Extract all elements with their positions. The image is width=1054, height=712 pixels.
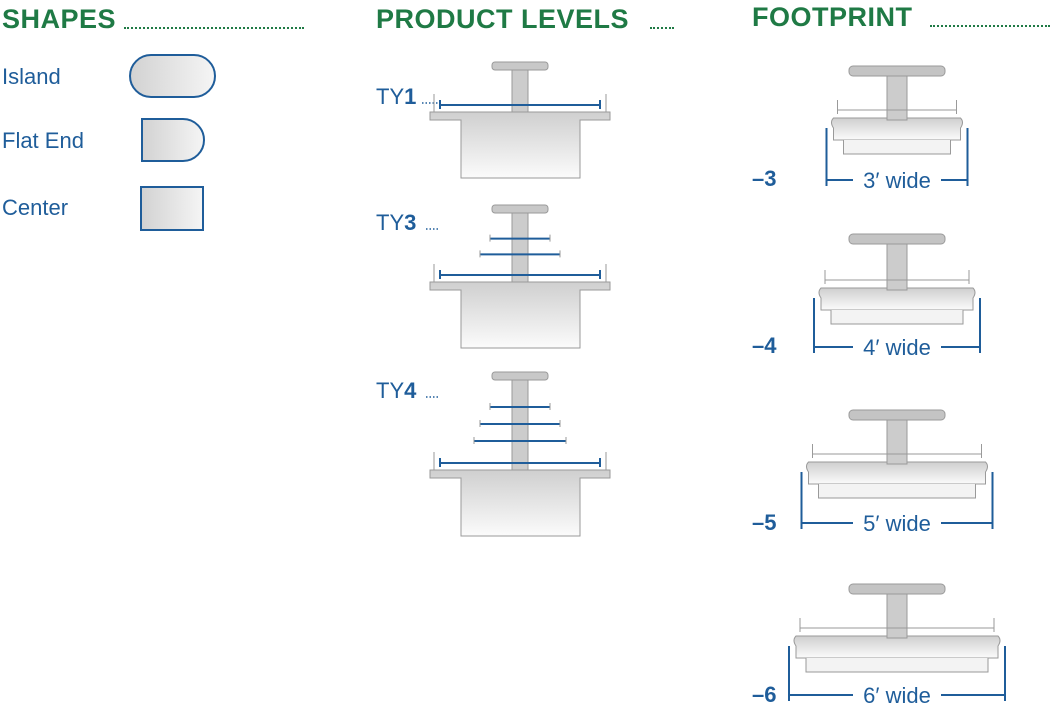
fixture-cap <box>848 65 946 77</box>
fixture-foot <box>843 140 951 155</box>
fixture-stem <box>886 71 908 121</box>
fixture-foot <box>805 658 989 673</box>
footprint-width-label: 5′ wide <box>863 511 931 536</box>
shape-label-center: Center <box>2 195 69 220</box>
shape-label-island: Island <box>2 64 61 89</box>
ty-prefix: TY <box>376 84 405 109</box>
fixture-cap <box>848 409 946 421</box>
shapes-title: SHAPES <box>2 4 304 35</box>
footprint-4ft-fixture: 4′ wide <box>813 233 981 360</box>
fixture-cap <box>848 233 946 245</box>
ty-label-1: TY1 <box>376 84 416 110</box>
ty-number: 4 <box>404 378 417 403</box>
footprint-width-label: 3′ wide <box>863 168 931 193</box>
ty-prefix: TY <box>376 378 405 403</box>
footprint-6ft-fixture: 6′ wide <box>788 583 1006 708</box>
fixture-base <box>429 281 611 349</box>
fixture-cap <box>491 61 549 71</box>
fixture-base <box>806 461 988 485</box>
footprint-width-label: 6′ wide <box>863 683 931 708</box>
footprint-title: FOOTPRINT <box>752 2 1050 33</box>
product-level-drawings <box>422 61 611 537</box>
fixture-base <box>429 111 611 179</box>
footprint-code-6: –6 <box>752 682 777 707</box>
footprint-width-label: 4′ wide <box>863 335 931 360</box>
footprint-5ft-fixture: 5′ wide <box>800 409 994 536</box>
fixture-base <box>429 469 611 537</box>
ty-number: 1 <box>404 84 417 109</box>
footprint-code-5: –5 <box>752 510 777 535</box>
ty-number: 3 <box>404 210 417 235</box>
product-levels-title-text: PRODUCT LEVELS <box>376 4 630 34</box>
ty3-fixture <box>426 204 611 349</box>
fixture-base <box>818 287 976 311</box>
ty1-fixture <box>422 61 611 179</box>
footprint-title-leader <box>930 25 1050 27</box>
product-levels-title-leader <box>650 27 674 29</box>
fixture-base <box>831 117 963 141</box>
ty-label-4: TY4 <box>376 378 416 404</box>
footprint-drawings: 3′ wide 4′ wide 5′ wide 6′ wide <box>788 65 1006 708</box>
island-shape-icon <box>129 54 216 98</box>
product-levels-title: PRODUCT LEVELS <box>376 4 674 35</box>
fixture-foot <box>818 484 976 499</box>
shape-label-flat-end: Flat End <box>2 128 84 153</box>
fixture-foot <box>830 310 964 325</box>
center-shape-icon <box>140 186 204 231</box>
fixture-stem <box>511 210 529 283</box>
shapes-title-text: SHAPES <box>2 4 117 34</box>
flat-end-shape-icon <box>141 118 205 162</box>
footprint-code-3: –3 <box>752 166 777 191</box>
footprint-code-4: –4 <box>752 333 777 358</box>
fixture-stem <box>886 415 908 465</box>
ty4-fixture <box>426 371 611 537</box>
fixture-stem <box>886 239 908 291</box>
shapes-title-leader <box>124 27 304 29</box>
fixture-cap <box>848 583 946 595</box>
ty-prefix: TY <box>376 210 405 235</box>
fixture-stem <box>886 589 908 639</box>
footprint-3ft-fixture: 3′ wide <box>825 65 969 193</box>
fixture-cap <box>491 204 549 214</box>
fixture-cap <box>491 371 549 381</box>
footprint-title-text: FOOTPRINT <box>752 2 913 32</box>
ty-label-3: TY3 <box>376 210 416 236</box>
fixture-base <box>793 635 1001 659</box>
